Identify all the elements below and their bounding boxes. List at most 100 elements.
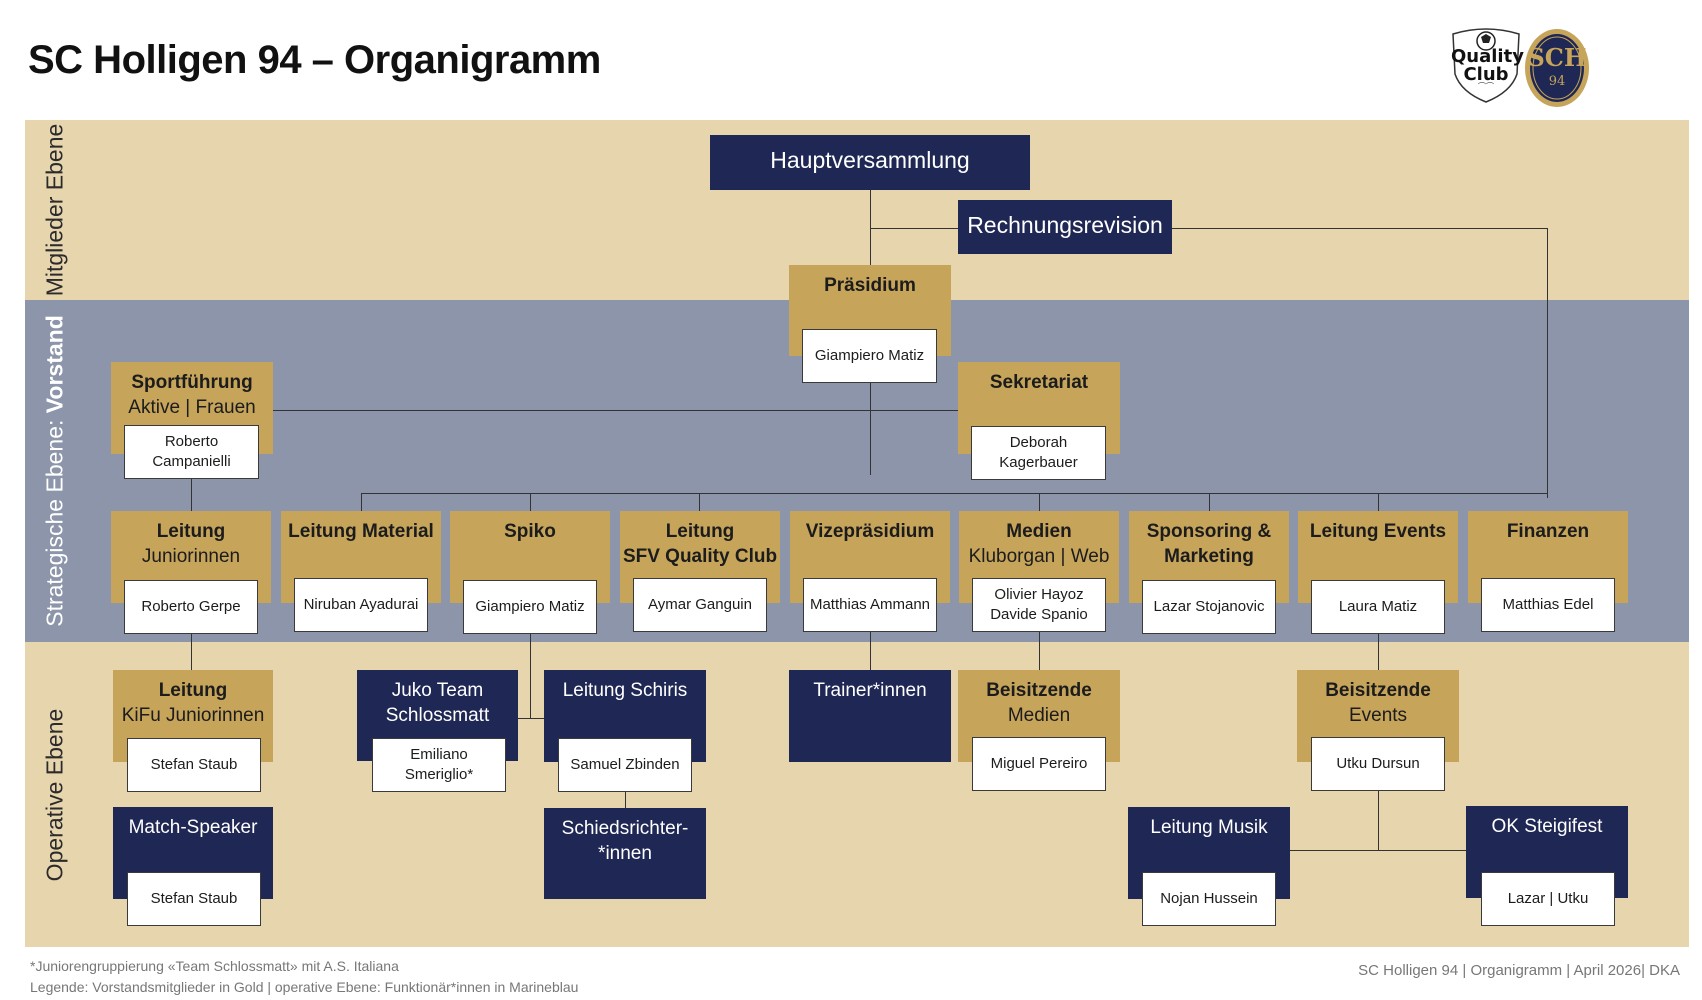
connector-line (361, 493, 1547, 494)
person-box: Matthias Ammann (803, 578, 937, 632)
strategic-band-label: Strategische Ebene: Vorstand (42, 315, 69, 627)
node-title: Leitung Musik (1150, 817, 1268, 838)
person-name: Lazar | Utku (1507, 890, 1589, 907)
person-box: Niruban Ayadurai (294, 578, 428, 632)
footer-notes: *Juniorengruppierung «Team Schlossmatt» … (30, 956, 578, 998)
connector-line (361, 493, 362, 511)
connector-line (191, 475, 192, 511)
node-title: Leitung (156, 521, 226, 542)
connector-line (1209, 493, 1210, 511)
node-subtitle: Medien (1007, 705, 1071, 726)
person-name-line: Davide Spanio (990, 606, 1088, 623)
strategic-band-label-prefix: Strategische Ebene: (41, 413, 68, 627)
node-title: Leitung Material (288, 521, 434, 542)
node-title-line: *innen (598, 843, 652, 864)
node-title: Spiko (504, 521, 556, 542)
person-name: Roberto Gerpe (141, 598, 241, 615)
person-name: Stefan Staub (150, 756, 238, 773)
node-title: Medien (1006, 521, 1072, 542)
connector-line (870, 630, 871, 670)
quality-club-shield-icon: ⌒⌒ (1452, 28, 1520, 103)
node-hauptversammlung: Hauptversammlung (710, 135, 1030, 190)
node-title: Hauptversammlung (770, 147, 970, 173)
svg-text:⌒⌒: ⌒⌒ (1478, 82, 1494, 91)
strategic-band-label-bold: Vorstand (41, 315, 68, 414)
node-subtitle: Team Schlossmatt (385, 680, 490, 726)
person-name: Utku Dursun (1336, 755, 1420, 772)
person-box: Nojan Hussein (1142, 872, 1276, 926)
person-box: Deborah Kagerbauer (971, 426, 1106, 480)
node-title: Rechnungsrevision (967, 212, 1163, 238)
person-box: Giampiero Matiz (802, 329, 937, 383)
node-title: Sekretariat (989, 372, 1089, 393)
node-title: Sponsoring & (1146, 521, 1272, 542)
node-title: Leitung (158, 680, 228, 701)
person-box: Stefan Staub (127, 738, 261, 792)
club-crest-icon (1525, 29, 1589, 107)
person-name: Laura Matiz (1338, 598, 1418, 615)
node-title: Finanzen (1506, 521, 1590, 542)
node-title: Trainer*innen (813, 680, 927, 701)
node-title: Match-Speaker (128, 817, 258, 838)
person-name-line: Kagerbauer (999, 454, 1078, 471)
node-title: Präsidium (824, 275, 916, 296)
connector-line (530, 493, 531, 511)
node-title: Beisitzende (986, 680, 1092, 701)
connector-line (625, 788, 626, 808)
person-name-line: Deborah (1009, 434, 1068, 451)
person-box: Stefan Staub (127, 872, 261, 926)
person-name: Matthias Ammann (809, 596, 931, 613)
node-subtitle: Juniorinnen (141, 546, 241, 567)
connector-line (1378, 493, 1379, 511)
person-box: Emiliano Smeriglio* (372, 738, 506, 792)
connector-line (1378, 632, 1379, 670)
connector-line (1290, 850, 1466, 851)
person-name-line: Emiliano (410, 746, 468, 763)
node-subtitle: Kluborgan | Web (968, 546, 1110, 567)
node-title: Sportführung (131, 372, 253, 393)
person-box: Samuel Zbinden (558, 738, 692, 792)
node-subtitle: Aktive | Frauen (128, 397, 256, 418)
club-crest-monogram: SCH (1527, 43, 1587, 72)
person-box: Miguel Pereiro (972, 737, 1106, 791)
person-box: Roberto Gerpe (124, 580, 258, 634)
operative-band-label: Operative Ebene (41, 708, 68, 882)
connector-line (870, 228, 958, 229)
connector-line (1039, 630, 1040, 670)
node-trainer: Trainer*innen (789, 670, 951, 762)
connector-line (1172, 228, 1547, 229)
connector-line (1547, 228, 1548, 498)
person-box: Aymar Ganguin (633, 578, 767, 632)
node-subtitle: SFV Quality Club (622, 546, 778, 567)
connector-line (191, 630, 192, 670)
person-box: Matthias Edel (1481, 578, 1615, 632)
person-name: Lazar Stojanovic (1153, 598, 1265, 615)
person-box: Utku Dursun (1311, 737, 1445, 791)
person-name-line: Campanielli (152, 453, 231, 470)
person-name-line: Roberto (164, 433, 219, 450)
quality-club-logo: ⌒⌒ Quality Club (1441, 26, 1531, 104)
node-title: Juko (391, 680, 432, 701)
node-title: Leitung Events (1309, 521, 1447, 542)
person-name: Stefan Staub (150, 890, 238, 907)
person-name: Aymar Ganguin (648, 596, 752, 613)
person-name-line: Smeriglio* (404, 766, 474, 783)
connector-line (699, 493, 700, 511)
node-subtitle: KiFu Juniorinnen (121, 705, 265, 726)
footer-note: *Juniorengruppierung «Team Schlossmatt» … (30, 958, 399, 974)
node-title: Vizepräsidium (805, 521, 935, 542)
members-band-label: Mitglieder Ebene (41, 123, 68, 297)
node-subtitle: Events (1348, 705, 1408, 726)
node-title: Beisitzende (1325, 680, 1431, 701)
connector-line (272, 410, 958, 411)
node-title-line: Schiedsrichter- (561, 818, 689, 839)
person-name-line: Olivier Hayoz (994, 586, 1084, 603)
node-rechnungsrevision: Rechnungsrevision (958, 200, 1172, 254)
person-name: Matthias Edel (1502, 596, 1594, 613)
node-title: Leitung Schiris (562, 680, 688, 701)
node-title: Leitung (665, 521, 735, 542)
person-box: Roberto Campanielli (124, 425, 259, 479)
node-schiedsrichter: Schiedsrichter- *innen (544, 808, 706, 899)
person-name: Nojan Hussein (1160, 890, 1258, 907)
connector-line (530, 630, 531, 718)
